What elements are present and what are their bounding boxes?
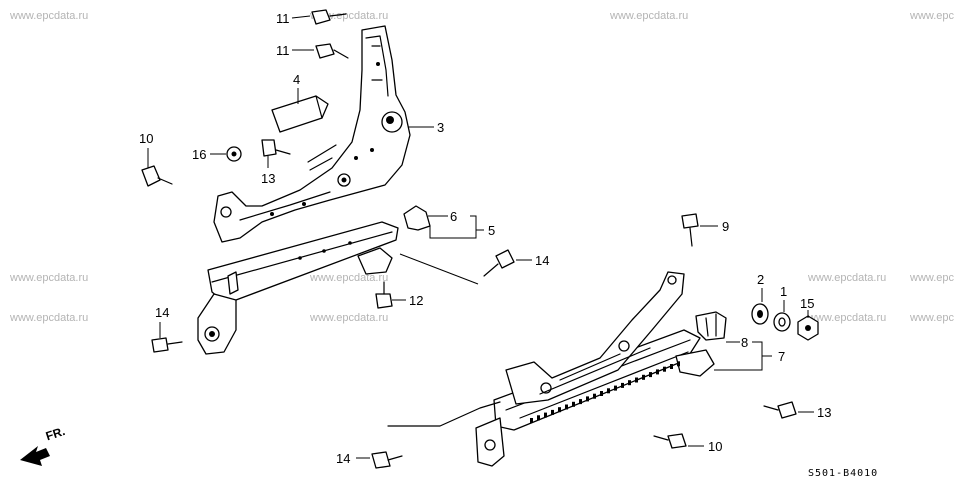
callout-10: 10 — [708, 439, 723, 454]
recliner-cover — [271, 95, 329, 133]
watermark: www.epc — [910, 10, 955, 22]
callout-12: 12 — [409, 293, 424, 308]
recliner-plate — [213, 25, 411, 243]
fasteners — [141, 9, 819, 469]
watermark: www.epcdata.ru — [10, 272, 89, 284]
callout-3: 3 — [437, 120, 445, 135]
callout-8: 8 — [741, 335, 749, 350]
callout-4: 4 — [293, 72, 301, 87]
callout-14: 14 — [336, 451, 351, 466]
bracket-part — [695, 311, 727, 341]
callout-2: 2 — [757, 272, 765, 287]
callout-10: 10 — [139, 131, 154, 146]
leader-lines — [147, 15, 814, 459]
callout-6: 6 — [450, 209, 458, 224]
callout-13: 13 — [261, 171, 276, 186]
watermark: www.epcdata.ru — [310, 312, 389, 324]
callout-1: 1 — [780, 284, 788, 299]
callout-16: 16 — [192, 147, 207, 162]
callout-7: 7 — [778, 349, 786, 364]
watermark: www.epc — [910, 312, 955, 324]
callout-9: 9 — [722, 219, 730, 234]
callout-11: 11 — [276, 43, 290, 58]
watermark: www.epcdata.ru — [10, 10, 89, 22]
callout-14: 14 — [155, 305, 170, 320]
watermark: www.epc — [910, 272, 955, 284]
watermark: www.epcdata.ru — [310, 272, 389, 284]
diagram-code: S501-B4010 — [808, 468, 879, 479]
callout-11: 11 — [276, 11, 290, 26]
callout-15: 15 — [800, 296, 815, 311]
callout-13: 13 — [817, 405, 832, 420]
right-seat-rail — [387, 271, 715, 467]
watermark: www.epcdata.ru — [808, 272, 887, 284]
watermark: www.epcdata.ru — [10, 312, 89, 324]
callout-14: 14 — [535, 253, 550, 268]
callout-5: 5 — [488, 223, 496, 238]
watermark: www.epcdata.ru — [808, 312, 887, 324]
watermark: www.epcdata.ru — [610, 10, 689, 22]
left-seat-rail — [197, 205, 431, 355]
front-direction-arrow-icon — [20, 446, 50, 466]
